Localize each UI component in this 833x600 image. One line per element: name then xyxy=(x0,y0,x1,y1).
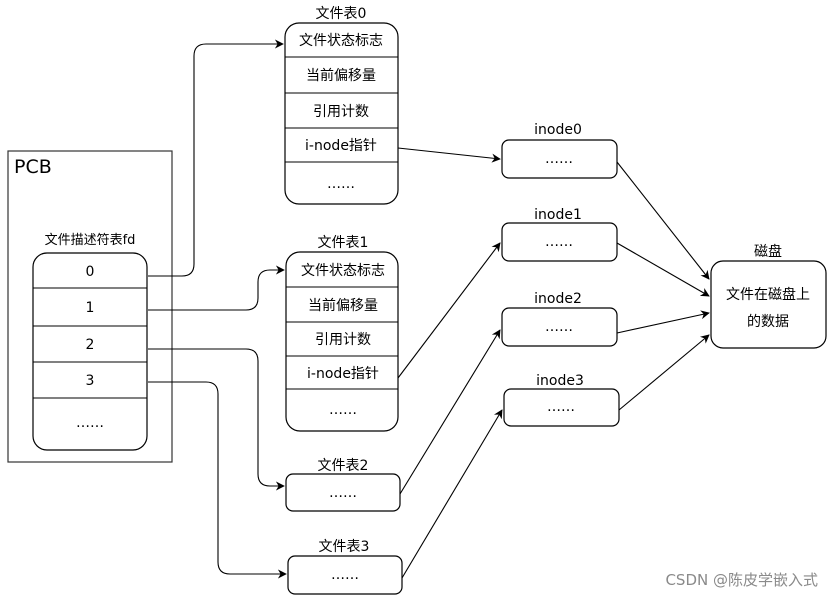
file-table-0-row-1: 当前偏移量 xyxy=(306,67,376,84)
file-table-2-row-0: …… xyxy=(329,485,357,501)
edge-inode-0-to-disk xyxy=(616,161,710,280)
disk-text-line-1: 文件在磁盘上 xyxy=(726,286,810,303)
file-table-1-title: 文件表1 xyxy=(318,235,369,251)
edge-file-table-0-to-inode-0 xyxy=(397,147,501,163)
file-table-3-title: 文件表3 xyxy=(319,539,370,555)
edge-file-table-1-to-inode-1 xyxy=(397,242,501,379)
disk-text-line-2: 的数据 xyxy=(747,314,789,330)
file-table-1-row-2: 引用计数 xyxy=(315,332,371,348)
inode-3: inode3 …… xyxy=(503,373,620,427)
connectors xyxy=(148,39,710,579)
inode-1: inode1 …… xyxy=(501,207,618,262)
edge-inode-1-to-disk xyxy=(616,242,710,297)
inode-0-title: inode0 xyxy=(534,122,582,138)
file-table-1-row-3: i-node指针 xyxy=(307,366,379,382)
pcb-title: PCB xyxy=(14,156,52,178)
disk-title: 磁盘 xyxy=(754,243,782,260)
watermark: CSDN @陈皮学嵌入式 xyxy=(665,571,818,589)
fd-table-title: 文件描述符表fd xyxy=(45,232,136,248)
fd-row-2: 2 xyxy=(86,337,95,353)
inode-3-content: …… xyxy=(547,399,575,415)
inode-2: inode2 …… xyxy=(501,291,618,347)
edge-inode-3-to-disk xyxy=(618,334,710,411)
inode-2-content: …… xyxy=(545,319,573,335)
disk: 磁盘 文件在磁盘上 的数据 xyxy=(710,243,827,349)
fd-row-3: 3 xyxy=(86,373,95,389)
file-table-3-row-0: …… xyxy=(331,567,359,583)
file-table-0-row-0: 文件状态标志 xyxy=(299,33,383,49)
file-table-2-title: 文件表2 xyxy=(318,458,369,474)
edge-fd0-to-file-table-0 xyxy=(148,39,284,277)
inode-3-title: inode3 xyxy=(536,373,584,389)
fd-table: 0 1 2 3 …… xyxy=(32,252,148,451)
inode-2-title: inode2 xyxy=(534,291,582,307)
inode-0: inode0 …… xyxy=(501,122,618,179)
inode-0-content: …… xyxy=(545,151,573,167)
file-table-1-row-1: 当前偏移量 xyxy=(308,297,378,314)
edge-fd1-to-file-table-1 xyxy=(148,265,285,311)
edge-file-table-3-to-inode-3 xyxy=(401,409,503,579)
file-table-0-row-4: …… xyxy=(327,176,355,192)
file-table-1: 文件表1 文件状态标志 当前偏移量 引用计数 i-node指针 …… xyxy=(285,235,399,432)
file-table-1-row-4: …… xyxy=(329,402,357,418)
file-table-3: 文件表3 …… xyxy=(287,539,403,595)
file-table-0-title: 文件表0 xyxy=(316,6,367,22)
file-table-0-row-2: 引用计数 xyxy=(313,104,369,120)
fd-row-1: 1 xyxy=(86,300,95,316)
file-table-0: 文件表0 文件状态标志 当前偏移量 引用计数 i-node指针 …… xyxy=(284,6,399,205)
edge-fd3-to-file-table-3 xyxy=(148,381,287,579)
fd-row-more: …… xyxy=(76,415,104,431)
file-table-2: 文件表2 …… xyxy=(285,458,401,512)
file-table-1-row-0: 文件状态标志 xyxy=(301,263,385,279)
inode-1-title: inode1 xyxy=(534,207,582,223)
edge-file-table-2-to-inode-2 xyxy=(399,329,501,495)
file-table-0-row-3: i-node指针 xyxy=(305,138,377,154)
edge-inode-2-to-disk xyxy=(616,310,710,334)
edge-fd2-to-file-table-2 xyxy=(148,348,285,491)
fd-row-0: 0 xyxy=(86,264,95,280)
inode-1-content: …… xyxy=(545,234,573,250)
